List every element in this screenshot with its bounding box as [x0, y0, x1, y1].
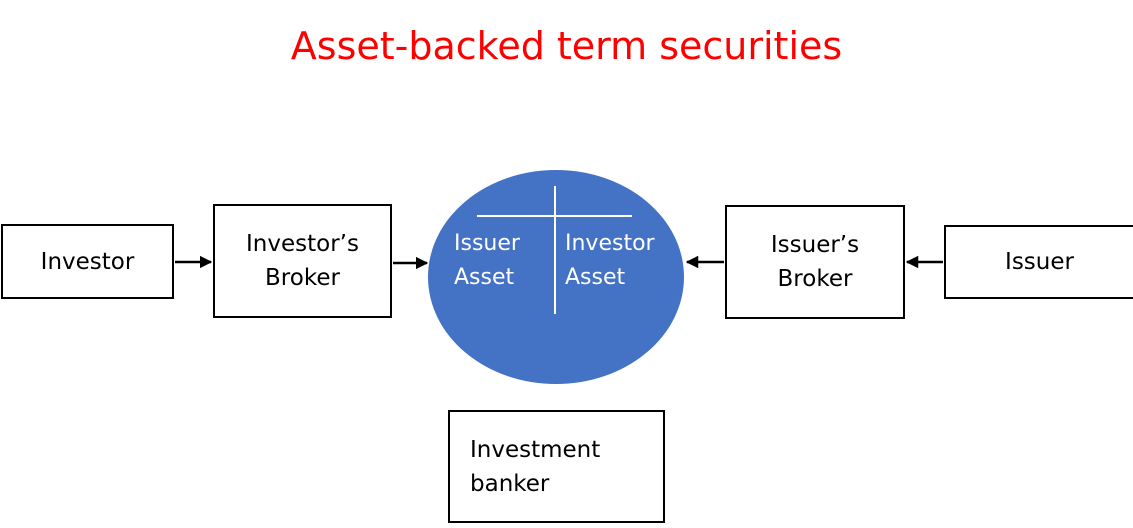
- investor-asset-line1: Investor: [565, 231, 655, 256]
- t-account-vertical-line: [554, 186, 556, 314]
- issuer-asset-label: Issuer Asset: [454, 227, 520, 295]
- investor-asset-label: Investor Asset: [565, 227, 655, 295]
- page-title: Asset-backed term securities: [290, 24, 843, 68]
- investor-node: Investor: [1, 224, 174, 299]
- investment-banker-line1: Investment: [470, 436, 601, 463]
- investor-label: Investor: [40, 248, 135, 275]
- exchange-circle: [428, 170, 684, 384]
- investor-broker-node: Investor’s Broker: [213, 204, 392, 318]
- investor-broker-label-line2: Broker: [265, 265, 340, 291]
- issuer-label: Issuer: [1005, 249, 1074, 275]
- investment-banker-node: Investment banker: [448, 410, 665, 523]
- issuer-asset-line1: Issuer: [454, 231, 520, 256]
- issuer-node: Issuer: [944, 225, 1133, 299]
- issuer-broker-label-line1: Issuer’s: [770, 232, 860, 258]
- issuer-asset-line2: Asset: [454, 265, 515, 290]
- issuer-broker-node: Issuer’s Broker: [725, 205, 905, 319]
- investor-asset-line2: Asset: [565, 265, 626, 290]
- investment-banker-line2: banker: [470, 470, 550, 497]
- investor-broker-label-line1: Investor’s: [246, 231, 359, 257]
- issuer-broker-label-line2: Broker: [777, 266, 853, 292]
